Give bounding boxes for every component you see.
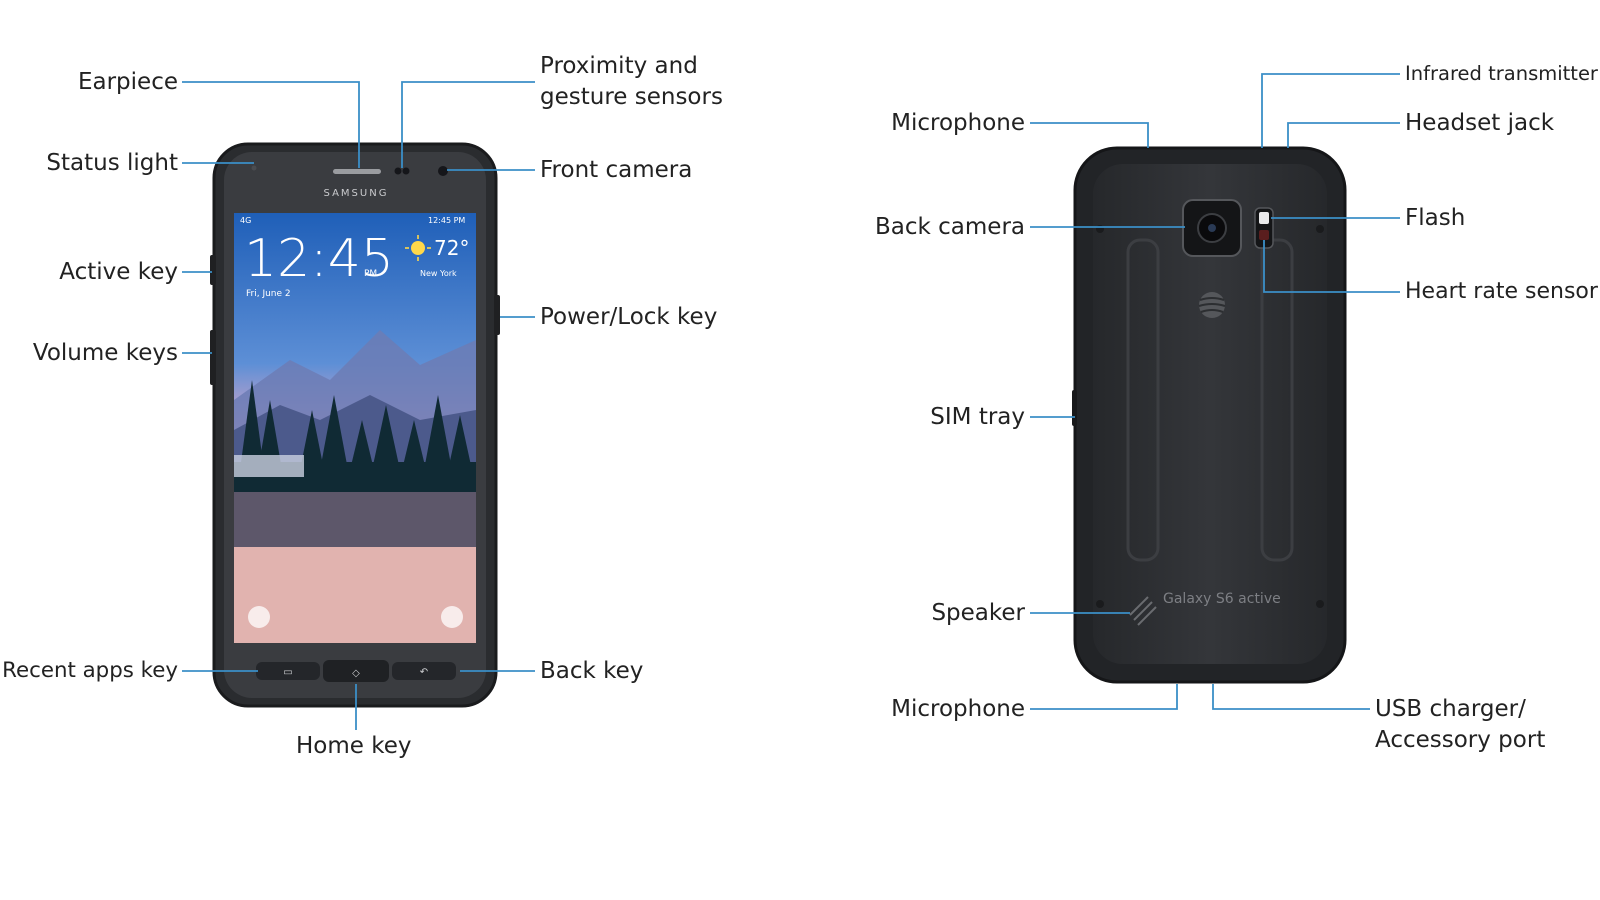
label-proximity-line1: Proximity and xyxy=(540,53,698,79)
label-infrared-transmitter: Infrared transmitter xyxy=(1405,62,1598,85)
label-microphone-bottom: Microphone xyxy=(891,696,1025,722)
brand-logo: SAMSUNG xyxy=(324,188,389,199)
label-flash: Flash xyxy=(1405,205,1466,231)
label-usb-line1: USB charger/ xyxy=(1375,696,1526,722)
sim-tray-hardware xyxy=(1072,390,1077,426)
label-sim-tray: SIM tray xyxy=(930,404,1025,430)
svg-text:◇: ◇ xyxy=(352,668,360,679)
label-front-camera: Front camera xyxy=(540,157,693,183)
volume-keys-hardware xyxy=(210,330,216,385)
lockscreen-ampm: PM xyxy=(364,269,377,279)
sun-rays-icon xyxy=(405,235,431,261)
label-heart-rate-sensor: Heart rate sensor xyxy=(1405,279,1598,304)
lockscreen-clock: 12:45 xyxy=(244,229,394,289)
camera-shortcut-icon xyxy=(441,606,463,628)
weather-city: New York xyxy=(420,269,457,278)
label-usb-line2: Accessory port xyxy=(1375,727,1546,753)
leader-lines xyxy=(182,73,1400,730)
earpiece-grille xyxy=(333,169,381,174)
label-speaker: Speaker xyxy=(931,600,1025,626)
phone-shortcut-icon xyxy=(248,606,270,628)
status-bar-clock: 12:45 PM xyxy=(428,216,465,225)
label-back-key: Back key xyxy=(540,658,644,684)
model-logo: Galaxy S6 active xyxy=(1163,591,1281,607)
label-status-light: Status light xyxy=(46,150,178,176)
status-bar-carrier: 4G xyxy=(240,216,251,225)
svg-text:↶: ↶ xyxy=(420,667,428,678)
sun-icon xyxy=(411,241,425,255)
speaker-grille xyxy=(1129,596,1157,626)
active-key-hardware xyxy=(210,255,216,285)
label-microphone-top: Microphone xyxy=(891,110,1025,136)
att-logo-icon xyxy=(1198,292,1226,318)
label-headset-jack: Headset jack xyxy=(1405,110,1555,136)
status-light-dot xyxy=(251,165,257,171)
flash-led xyxy=(1259,212,1269,224)
power-key-hardware xyxy=(494,295,500,335)
label-active-key: Active key xyxy=(59,259,178,285)
back-phone: Galaxy S6 active xyxy=(1072,146,1347,684)
label-back-camera: Back camera xyxy=(875,214,1025,240)
home-key-hardware xyxy=(323,660,389,682)
back-key-hardware xyxy=(392,662,456,680)
label-recent-apps-key: Recent apps key xyxy=(2,658,178,683)
front-phone: SAMSUNG xyxy=(210,142,500,708)
label-power-lock-key: Power/Lock key xyxy=(540,304,718,330)
front-camera-lens xyxy=(438,166,448,176)
front-screen: 4G 12:45 PM 12:45 PM Fri, June 2 72° New… xyxy=(234,213,476,643)
recent-apps-key-hardware xyxy=(256,662,320,680)
label-volume-keys: Volume keys xyxy=(32,340,178,366)
weather-temperature: 72° xyxy=(434,236,469,260)
label-home-key: Home key xyxy=(296,733,412,759)
proximity-sensor-dot xyxy=(394,167,402,175)
svg-text:▭: ▭ xyxy=(283,667,292,678)
lockscreen-date: Fri, June 2 xyxy=(246,289,291,299)
label-proximity-line2: gesture sensors xyxy=(540,84,723,110)
label-earpiece: Earpiece xyxy=(77,69,178,95)
heart-rate-sensor-window xyxy=(1259,230,1269,240)
